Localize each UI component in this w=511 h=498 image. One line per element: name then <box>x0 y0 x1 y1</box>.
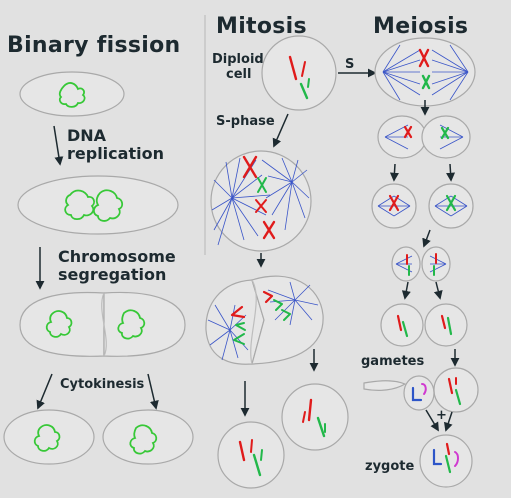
zygote-cell <box>419 434 473 488</box>
label-chromosome: Chromosome <box>58 247 176 266</box>
label-cytokinesis: Cytokinesis <box>60 377 145 392</box>
bf-cell-1 <box>19 71 125 117</box>
arrow-bf-3a <box>36 373 53 410</box>
label-dna: DNA <box>67 126 107 145</box>
mitosis-anaphase-cell <box>205 275 324 365</box>
label-replication: replication <box>67 144 164 163</box>
label-segregation: segregation <box>58 265 167 284</box>
arrow-bf-1 <box>53 125 64 166</box>
dna-loop <box>64 189 95 221</box>
meiosis-cell-1 <box>374 37 476 107</box>
bf-daughter-2 <box>102 409 194 465</box>
mitosis-diploid-cell <box>261 35 337 111</box>
arrow-meiosis-4a <box>401 281 411 300</box>
dna-loop <box>117 309 146 340</box>
label-s: S <box>345 57 355 72</box>
arrow-fert-2 <box>444 411 453 432</box>
meiosis-cell-3b <box>428 183 474 229</box>
arrow-mitosis-1 <box>272 113 289 148</box>
arrow-meiosis-2b <box>446 163 456 182</box>
label-s-phase: S-phase <box>216 114 275 129</box>
meiosis-cell-2 <box>377 115 471 159</box>
dna-loop <box>58 82 86 108</box>
dna-loop <box>33 424 61 452</box>
egg-cell <box>433 367 479 413</box>
arrow-bf-3b <box>147 373 159 410</box>
arrow-fert-1 <box>425 409 439 432</box>
label-plus: + <box>436 408 447 423</box>
label-gametes: gametes <box>361 354 425 369</box>
meiosis-cell-3a <box>371 183 417 229</box>
bf-daughter-1 <box>3 409 95 465</box>
sperm-cell <box>363 375 435 411</box>
label-zygote: zygote <box>365 459 415 474</box>
arrow-meiosis-2a <box>389 163 399 182</box>
arrow-meiosis-3 <box>422 229 431 248</box>
dna-loop <box>129 424 158 455</box>
mitosis-metaphase-cell <box>210 150 312 252</box>
dna-loop <box>92 189 124 222</box>
label-diploid: Diploid <box>212 52 264 67</box>
title-meiosis: Meiosis <box>373 14 469 39</box>
dna-loop <box>45 310 73 338</box>
mitosis-daughter-1 <box>217 421 285 489</box>
label-cell: cell <box>226 67 252 82</box>
mitosis-daughter-2 <box>281 383 349 451</box>
meiosis-cell-4 <box>391 246 451 282</box>
title-mitosis: Mitosis <box>216 14 307 39</box>
arrow-meiosis-4b <box>433 281 443 300</box>
bf-cell-3 <box>19 291 186 357</box>
title-binary-fission: Binary fission <box>7 33 181 58</box>
meiosis-daughter-1 <box>380 303 424 347</box>
bf-cell-2 <box>17 175 179 235</box>
meiosis-daughter-2 <box>424 303 468 347</box>
